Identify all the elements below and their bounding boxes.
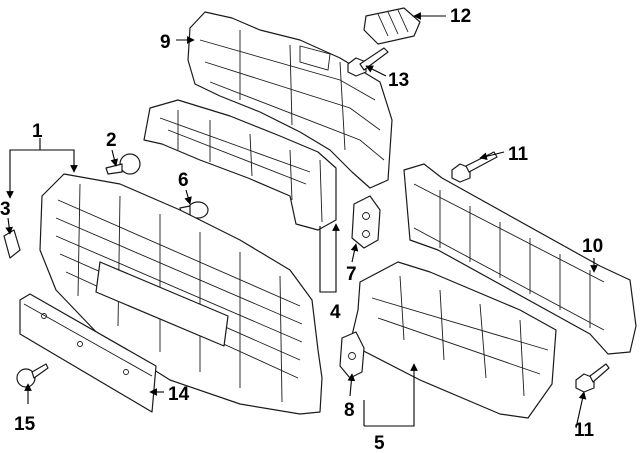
callout-13: 13 (388, 70, 409, 91)
callout-2: 2 (106, 130, 117, 151)
part-9-upper-reinforcement (187, 11, 393, 189)
part-2-push-clip (105, 153, 141, 175)
callout-14: 14 (168, 384, 190, 405)
leader-lines (5, 12, 598, 429)
part-8-bracket (339, 331, 365, 379)
part-7-bracket (351, 195, 381, 249)
callout-8: 8 (344, 400, 355, 421)
callout-3: 3 (0, 199, 11, 220)
callout-11-lower: 11 (574, 420, 595, 441)
part-11-bolt-lower (575, 363, 610, 393)
callouts: 1 2 3 4 5 6 7 8 9 10 11 11 12 13 14 15 (0, 6, 603, 453)
part-12-clip (363, 7, 421, 45)
part-11-bolt-upper (451, 151, 498, 183)
callout-10: 10 (582, 236, 603, 257)
callout-7: 7 (346, 264, 357, 285)
part-10-lower-frame (403, 163, 637, 355)
part-3-cap (3, 229, 21, 259)
callout-1: 1 (32, 121, 43, 142)
callout-11-upper: 11 (508, 144, 529, 165)
part-1-grille (39, 173, 323, 415)
part-4-air-guide (143, 99, 337, 231)
callout-9: 9 (160, 32, 171, 53)
part-15-screw (16, 363, 49, 388)
callout-4: 4 (330, 302, 341, 323)
part-13-bolt (347, 47, 389, 77)
callout-12: 12 (450, 6, 471, 27)
callout-15: 15 (14, 414, 36, 435)
callout-5: 5 (374, 433, 385, 453)
callout-6: 6 (178, 170, 189, 191)
